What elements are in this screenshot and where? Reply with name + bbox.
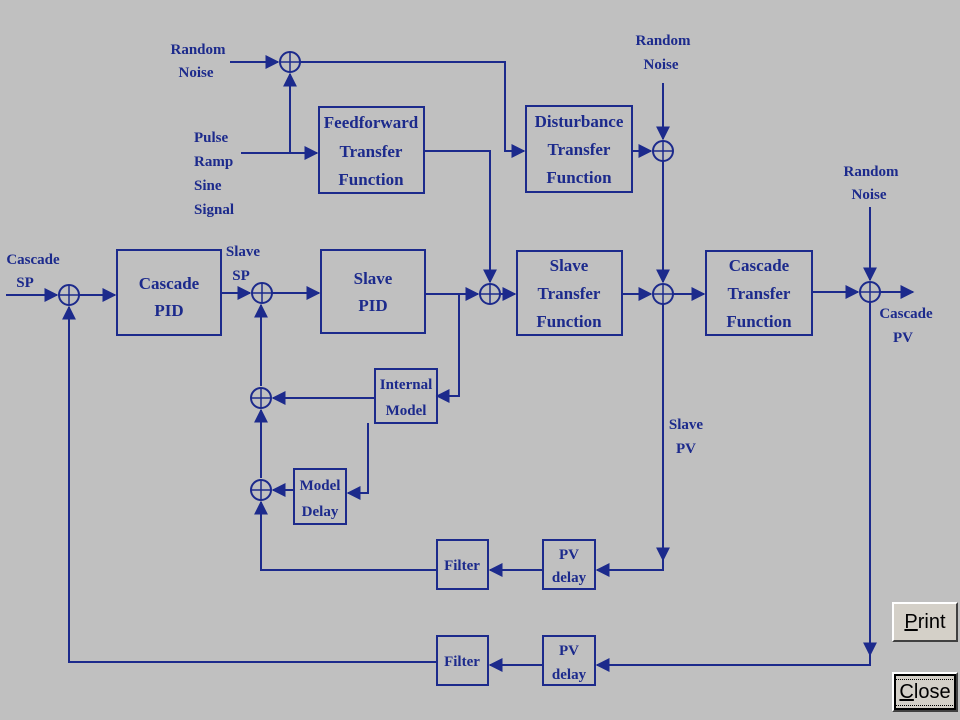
svg-text:Filter: Filter xyxy=(444,558,480,574)
sum-junction-slave-sp xyxy=(251,282,273,304)
sum-junction-model-delay xyxy=(250,479,272,501)
sum-junction-noise-3 xyxy=(859,281,881,303)
sum-junction-slave-output xyxy=(652,283,674,305)
close-button[interactable]: Close xyxy=(892,672,958,712)
print-button[interactable]: Print xyxy=(892,602,958,642)
filter-block-cascade: Filter xyxy=(436,635,489,686)
sum-junction-noise-1 xyxy=(279,51,301,73)
signal-wires xyxy=(6,55,915,672)
sum-junction-internal-model xyxy=(250,387,272,409)
filter-block-slave: Filter xyxy=(436,539,489,590)
sum-junction-cascade-sp xyxy=(58,284,80,306)
sum-junction-slave-input xyxy=(479,283,501,305)
svg-text:Filter: Filter xyxy=(444,654,480,670)
sum-junction-noise-2 xyxy=(652,140,674,162)
